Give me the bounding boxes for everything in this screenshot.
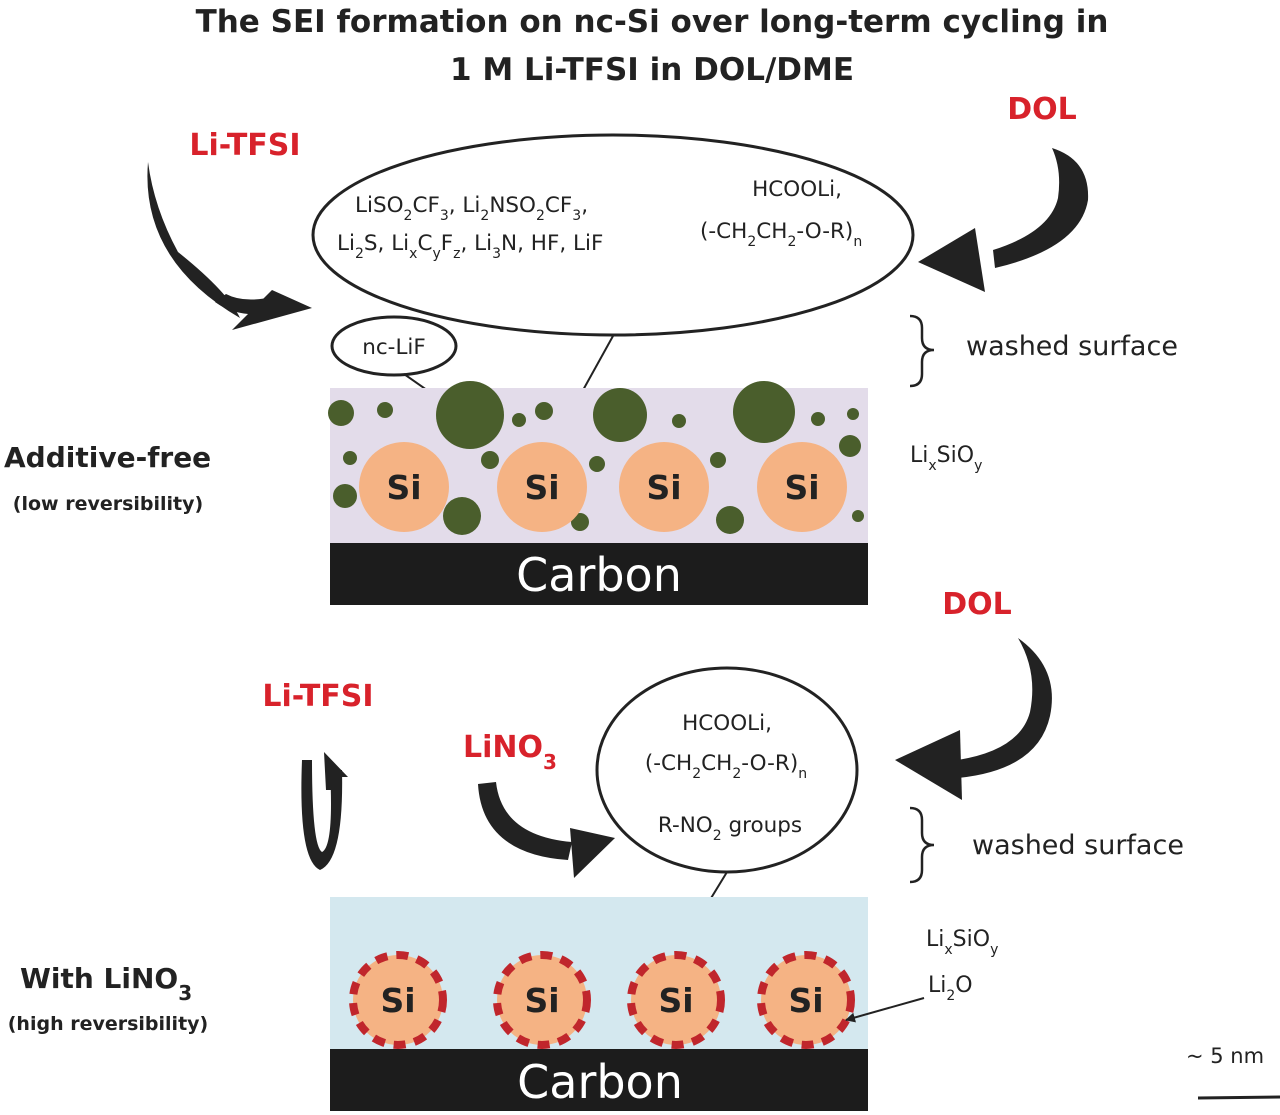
top-reagent-dol: DOL [1007, 92, 1077, 127]
curved-arrow-right-icon [918, 148, 1089, 292]
section-sub-low-reversibility: (low reversibility) [13, 493, 203, 515]
si-particle [619, 442, 709, 532]
top-bubble-right-line-1: HCOOLi, [752, 177, 842, 202]
section-label-with-lino3: With LiNO3 [20, 962, 192, 1005]
scale-bar [1197, 1095, 1280, 1100]
carbon-substrate-bottom [330, 1049, 868, 1111]
si-label: Si [524, 981, 559, 1020]
si-label: Si [658, 981, 693, 1020]
washed-surface-brace-bottom [909, 806, 935, 884]
si-label: Si [524, 468, 559, 507]
title-line-2: 1 M Li-TFSI in DOL/DME [450, 52, 854, 88]
bottom-layer-label-1: LixSiOy [926, 927, 998, 958]
carbon-label-bottom: Carbon [517, 1055, 683, 1109]
bottom-reagent-litfsi: Li-TFSI [262, 679, 373, 714]
si-particle [757, 442, 847, 532]
li2o-pointer [845, 997, 925, 1023]
section-sub-high-reversibility: (high reversibility) [8, 1013, 208, 1035]
si-particle [359, 442, 449, 532]
top-bubble-right-line-2: (-CH2CH2-O-R)n [700, 219, 862, 250]
top-bubble-left-line-2: Li2S, LixCyFz, Li3N, HF, LiF [337, 231, 603, 262]
si-particles-top [359, 442, 847, 532]
nc-lif-bubble [330, 315, 458, 377]
si-label: Si [788, 981, 823, 1020]
si-label: Si [386, 468, 421, 507]
si-label: Si [784, 468, 819, 507]
curved-arrow-dol-icon [895, 638, 1052, 800]
title-line-1: The SEI formation on nc-Si over long-ter… [196, 4, 1109, 40]
si-label: Si [380, 981, 415, 1020]
si-particle [497, 442, 587, 532]
bottom-layer-label-2: Li2O [928, 973, 973, 1004]
top-bubble-left-line-1: LiSO2CF3, Li2NSO2CF3, [355, 193, 588, 224]
bottom-bubble-line-3: R-NO2 groups [658, 813, 802, 844]
curved-arrow-left-icon [147, 162, 312, 330]
lif-particles [328, 381, 864, 535]
si-particle-coated [493, 951, 591, 1049]
bottom-reagent-lino3: LiNO3 [463, 730, 557, 774]
scale-bar-label: ~ 5 nm [1186, 1044, 1264, 1068]
washed-surface-brace-top [909, 314, 935, 388]
top-washed-surface: washed surface [966, 331, 1178, 362]
si-particles-bottom [349, 951, 855, 1049]
nc-lif-label: nc-LiF [362, 335, 426, 360]
carbon-label-top: Carbon [516, 548, 682, 602]
curved-arrow-lino3-icon [478, 782, 615, 878]
u-turn-arrow-icon [301, 752, 348, 870]
sei-species-bubble [311, 133, 915, 337]
si-label: Si [646, 468, 681, 507]
bottom-bubble-line-1: HCOOLi, [682, 711, 772, 736]
si-particle-coated [349, 951, 447, 1049]
top-layer-label: LixSiOy [910, 443, 982, 474]
bottom-washed-surface: washed surface [972, 830, 1184, 861]
si-particle-coated [757, 951, 855, 1049]
bottom-reagent-dol: DOL [942, 587, 1012, 622]
top-reagent-litfsi: Li-TFSI [189, 128, 300, 163]
carbon-substrate-top [330, 543, 868, 605]
bottom-bubble-line-2: (-CH2CH2-O-R)n [645, 751, 807, 782]
section-label-additive-free: Additive-free [4, 441, 211, 474]
si-particle-coated [627, 951, 725, 1049]
